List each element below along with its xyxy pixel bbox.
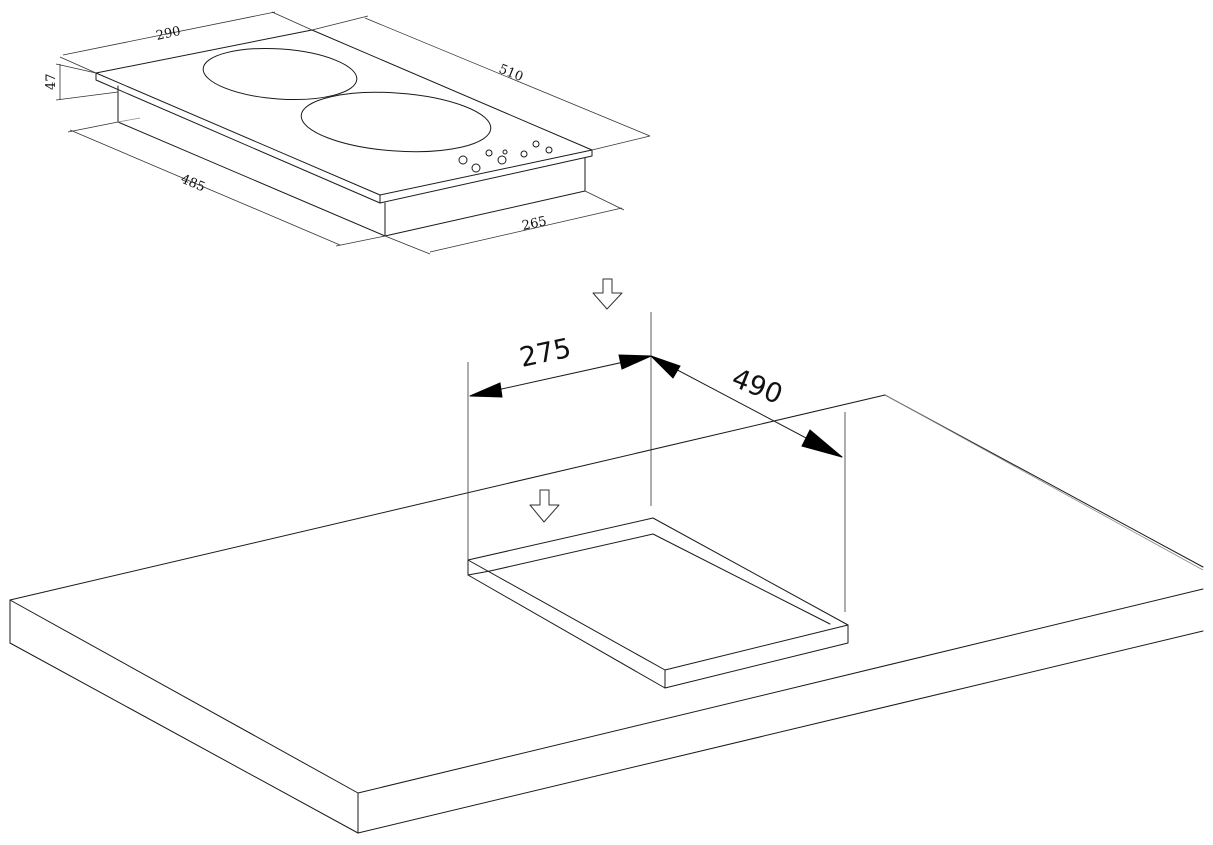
hob-height-dimension: 47: [44, 63, 119, 101]
knob: [497, 155, 507, 165]
dimension-arrowhead: [469, 382, 503, 398]
hob-body-depth-dimension: 485: [67, 121, 386, 247]
cutout-recess: [467, 517, 849, 689]
hob-body-width-label: 265: [521, 214, 548, 234]
countertop: [9, 394, 1204, 834]
hob-body: [117, 85, 586, 237]
burner-large: [300, 91, 492, 153]
knob: [458, 155, 468, 165]
cutout-depth-label: 490: [727, 363, 786, 411]
dimension-arrowhead: [801, 429, 843, 458]
burner-small: [202, 47, 358, 101]
hob-width-label: 290: [155, 24, 182, 44]
knob: [485, 149, 493, 157]
dimension-arrowhead: [618, 354, 652, 370]
cutout-projection-lines: [467, 312, 846, 612]
hob-body-width-dimension: 265: [384, 190, 625, 255]
hob-width-dimension: 290: [59, 11, 313, 74]
cutout-width-dimension: 275: [469, 333, 652, 398]
hollow-down-arrow-icon: [592, 278, 623, 310]
control-panel: [458, 140, 553, 173]
knob: [545, 146, 553, 154]
hob-depth-dimension: 510: [311, 15, 651, 151]
cutout-width-label: 275: [517, 333, 574, 374]
knob: [520, 150, 528, 158]
knob: [471, 163, 481, 173]
hob-height-label: 47: [44, 73, 59, 90]
knob: [502, 149, 508, 155]
knob: [532, 140, 540, 148]
hob-depth-label: 510: [497, 62, 526, 85]
dimension-arrowhead: [650, 355, 681, 379]
hollow-down-arrow-icon: [529, 489, 560, 523]
hob-body-depth-label: 485: [178, 172, 207, 196]
hob: [95, 29, 593, 237]
cutout-depth-dimension: 490: [650, 355, 843, 458]
